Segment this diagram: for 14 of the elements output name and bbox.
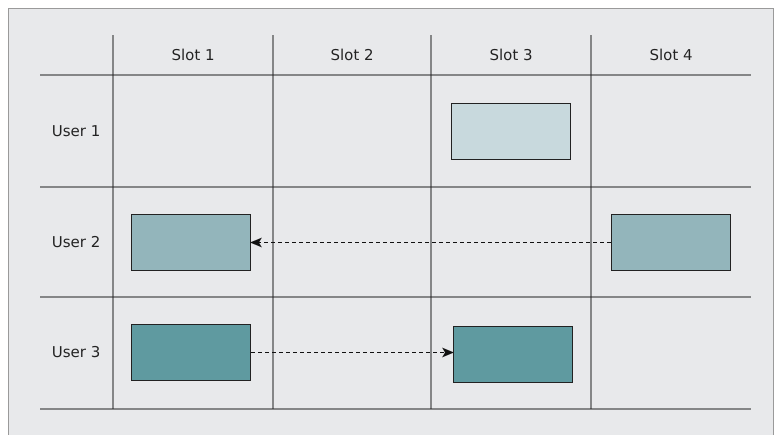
dashed-arrow <box>250 348 454 358</box>
column-header: Slot 1 <box>171 46 215 64</box>
slot-block <box>611 214 731 271</box>
column-header: Slot 2 <box>330 46 374 64</box>
row-header: User 2 <box>52 233 100 251</box>
column-header: Slot 4 <box>649 46 693 64</box>
column-header: Slot 3 <box>489 46 533 64</box>
slot-block <box>131 324 251 381</box>
row-header: User 3 <box>52 343 100 361</box>
slot-block <box>131 214 251 271</box>
dashed-arrow <box>250 238 612 248</box>
slot-block <box>453 326 573 383</box>
row-header: User 1 <box>52 122 100 140</box>
slot-block <box>451 103 571 160</box>
